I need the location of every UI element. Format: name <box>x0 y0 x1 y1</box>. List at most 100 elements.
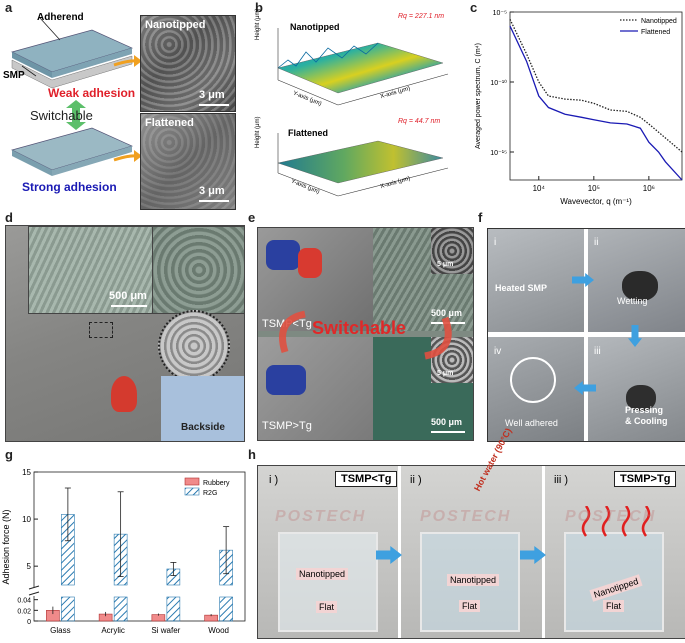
backside-inset: Backside <box>161 376 244 441</box>
zoom-region-box <box>89 322 113 338</box>
adherend-label: Adherend <box>37 12 84 23</box>
y-tick-label: 15 <box>22 468 31 477</box>
pressing-label: Pressing <box>625 405 664 415</box>
arrow-right-icon <box>520 546 546 564</box>
h-cond-left: TSMP<Tg <box>335 471 398 487</box>
y-axis-label: Averaged power spectrum, C (m⁴) <box>475 43 482 149</box>
sem-image-flattened: Flattened 3 μm <box>140 113 236 210</box>
y-tick-label: 5 <box>27 562 32 571</box>
step-iv-photo <box>488 337 584 441</box>
y-tick-label: 10⁻⁵ <box>493 10 507 17</box>
sem-nanotipped-label: Nanotipped <box>145 19 206 31</box>
step-iii-label: iii <box>594 346 601 357</box>
y-tick-label: 0.02 <box>17 608 31 615</box>
watermark-1: POSTECH <box>275 508 367 525</box>
arrow-right-icon <box>572 273 594 287</box>
panel-label-c: c <box>470 0 478 15</box>
panel-label-a: a <box>5 0 13 15</box>
scale-text: 3 μm <box>199 185 225 197</box>
h-step-ii: ii ) <box>410 474 422 486</box>
legend-label: Nanotipped <box>641 18 677 25</box>
y-axis-label: Adhesion force (N) <box>1 509 11 584</box>
plot-frame <box>509 11 683 181</box>
scale-text: 3 μm <box>199 89 225 101</box>
photo-shirt: 500 μm Backside <box>5 225 245 442</box>
legend-swatch <box>184 487 200 496</box>
wetting-label: Wetting <box>617 296 648 306</box>
topo-nanotipped-title: Nanotipped <box>290 22 340 32</box>
axis-break-mark <box>28 591 40 596</box>
bird-sticker <box>298 248 322 278</box>
panel-h-photos <box>257 465 685 639</box>
bar-r2g-lower <box>219 596 233 622</box>
micro-fabric-bottom: 5 μm 500 μm <box>373 337 473 440</box>
panel-f-photos <box>487 228 685 442</box>
step-iv-label: iv <box>494 346 502 357</box>
cooling-label: & Cooling <box>625 416 668 426</box>
heat-waves-icon <box>581 506 651 537</box>
arrow-right-icon <box>376 546 402 564</box>
topo-nanotipped-rq: Rq = 227.1 nm <box>398 13 445 20</box>
micro-fabric-top: 5 μm 500 μm <box>373 228 473 331</box>
switchable-label-e: Switchable <box>312 318 407 338</box>
series-line-flattened <box>509 25 683 181</box>
panel-label-d: d <box>5 210 13 225</box>
h1-nanotipped: Nanotipped <box>296 568 349 580</box>
h1-flat: Flat <box>316 601 338 613</box>
panel-a-schematic <box>11 17 133 176</box>
h-cond-right: TSMP>Tg <box>614 471 677 487</box>
x-tick-label: Si wafer <box>151 626 180 635</box>
zoom-arrow-top <box>113 59 137 67</box>
photo-peel-bottom <box>258 337 373 440</box>
backside-label: Backside <box>181 422 225 433</box>
arrow-left-icon <box>574 381 596 395</box>
beaker-1 <box>278 532 378 632</box>
panel-label-g: g <box>5 447 13 462</box>
watermark-2: POSTECH <box>420 508 512 525</box>
glove-icon <box>266 240 300 270</box>
panel-e-photos: 5 μm 500 μm 5 μm 500 μm <box>257 227 474 441</box>
arrow-down-icon <box>628 325 642 347</box>
topo-zlabel-bottom: Height (μm) <box>255 116 261 148</box>
h2-nanotipped: Nanotipped <box>447 574 500 586</box>
y-tick-label: 10 <box>22 515 31 524</box>
panel-b-topography <box>277 28 449 197</box>
adhered-circle <box>510 357 556 403</box>
axis-break-mark <box>28 585 40 590</box>
step-iii-photo <box>588 337 685 441</box>
bird-sticker <box>111 376 137 412</box>
scale-text: 500 μm <box>109 290 147 302</box>
x-tick-label: 10⁵ <box>588 184 600 193</box>
magnifier-circle <box>158 310 230 382</box>
step-ii-label: ii <box>594 237 599 248</box>
panel-label-h: h <box>248 447 256 462</box>
switchable-arrows <box>279 310 452 360</box>
legend-swatch <box>184 477 200 486</box>
panel-label-e: e <box>248 210 256 225</box>
panel-label-b: b <box>255 0 263 15</box>
weak-adhesion-label: Weak adhesion <box>48 86 136 100</box>
adherend-edge-top <box>12 52 52 78</box>
y-tick-label: 0.04 <box>17 598 31 605</box>
bar-r2g-lower <box>61 596 75 622</box>
photo-peel-top <box>258 228 373 331</box>
y-tick-label: 0 <box>27 619 31 626</box>
step-i-label: i <box>494 237 497 248</box>
scale-bar <box>199 104 229 106</box>
legend-label: R2G <box>203 490 217 497</box>
axis-break-gap <box>28 587 40 596</box>
legend-label: Flattened <box>641 29 670 36</box>
legend-label: Rubbery <box>203 480 230 487</box>
sem-inset-top: 5 μm <box>431 228 473 274</box>
sem-image-nanotipped: Nanotipped 3 μm <box>140 15 236 112</box>
y-tick-label: 10⁻¹⁰ <box>490 79 507 87</box>
step-ii-photo <box>588 229 685 332</box>
h-step-i: i ) <box>269 474 279 486</box>
topo-surface-nanotipped <box>277 42 444 94</box>
topo-flattened-rq: Rq = 44.7 nm <box>398 118 441 125</box>
heated-smp-label: Heated SMP <box>495 283 548 293</box>
wet-spot <box>622 271 658 301</box>
switch-arrow-up <box>66 100 86 118</box>
